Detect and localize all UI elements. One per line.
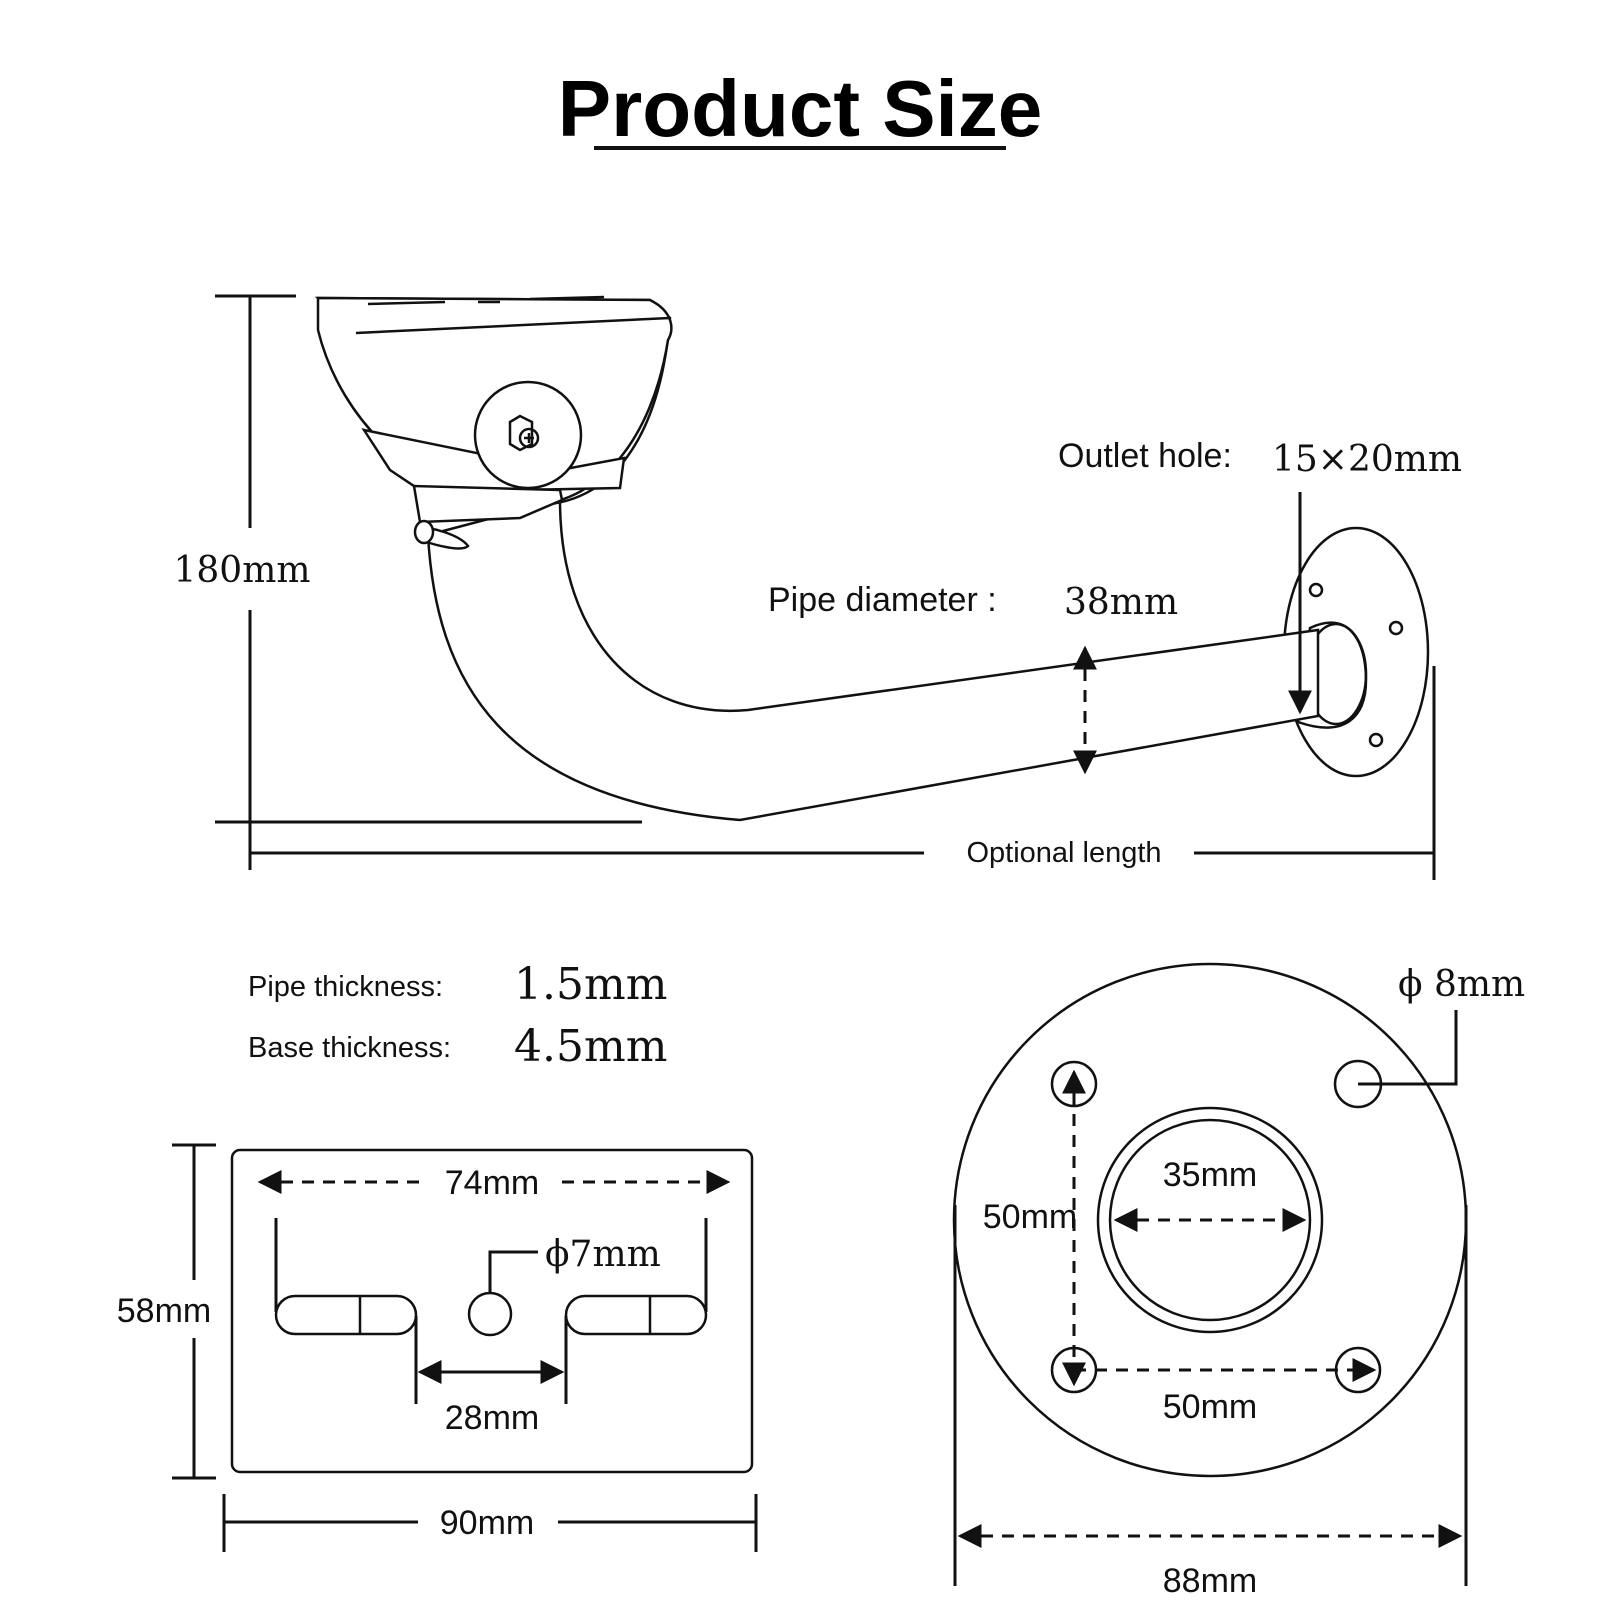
bracket-pipe	[426, 498, 1320, 822]
mount-slot-left	[274, 1294, 418, 1336]
clamp-wing-knob	[413, 519, 435, 545]
horizontal-spacing-label: 50mm	[1163, 1388, 1257, 1426]
plate-width-label: 90mm	[440, 1504, 534, 1542]
mount-slot-right	[564, 1294, 708, 1336]
flange-hole-label: ϕ 8mm	[1398, 964, 1525, 1005]
outlet-hole-value: 15×20mm	[1272, 439, 1462, 480]
optional-length-label: Optional length	[966, 837, 1161, 869]
plate-height-label: 58mm	[117, 1292, 211, 1330]
base-thickness-value: 4.5mm	[514, 1021, 667, 1072]
slot-span-label: 74mm	[445, 1164, 539, 1202]
pivot-screw	[518, 427, 540, 449]
flange-outer-ring	[1096, 1106, 1324, 1334]
vertical-spacing-label: 50mm	[983, 1198, 1077, 1236]
pipe-diameter-value: 38mm	[1064, 582, 1178, 623]
pipe-diameter-label: Pipe diameter :	[768, 581, 997, 619]
mount-plate-view: 74mm ϕ7mm 28mm 58mm 90mm	[117, 1143, 758, 1552]
page-title: Product Size	[558, 64, 1043, 153]
mount-slot-mark	[367, 300, 446, 306]
flange-screw-hole	[1308, 582, 1324, 598]
inner-diameter-label: 35mm	[1163, 1156, 1257, 1194]
base-flange-view: ϕ 8mm 35mm 50mm 50mm 88mm	[952, 962, 1525, 1600]
height-label: 180mm	[174, 550, 311, 591]
center-hole	[467, 1291, 513, 1337]
pipe-thickness-label: Pipe thickness:	[248, 971, 443, 1003]
mount-head-top-edge	[355, 316, 671, 335]
center-hole-label: ϕ7mm	[545, 1234, 661, 1275]
pipe-thickness-value: 1.5mm	[514, 959, 667, 1010]
flange-inner-ring	[1108, 1118, 1312, 1322]
flange-diameter-label: 88mm	[1163, 1562, 1257, 1600]
mount-head-neck	[412, 484, 564, 524]
center-hole-leader	[488, 1250, 538, 1293]
flange-hole-leader	[1358, 1010, 1458, 1086]
outlet-hole-label: Outlet hole:	[1058, 437, 1232, 475]
flange-screw-hole	[1368, 732, 1384, 748]
specs: Pipe thickness: 1.5mm Base thickness: 4.…	[248, 959, 667, 1072]
mount-slot-mark	[529, 295, 605, 301]
side-view: 180mm Optional length Outlet hole:	[174, 294, 1462, 880]
base-thickness-label: Base thickness:	[248, 1032, 451, 1064]
flange-screw-hole	[1388, 620, 1404, 636]
slot-gap-label: 28mm	[445, 1399, 539, 1437]
